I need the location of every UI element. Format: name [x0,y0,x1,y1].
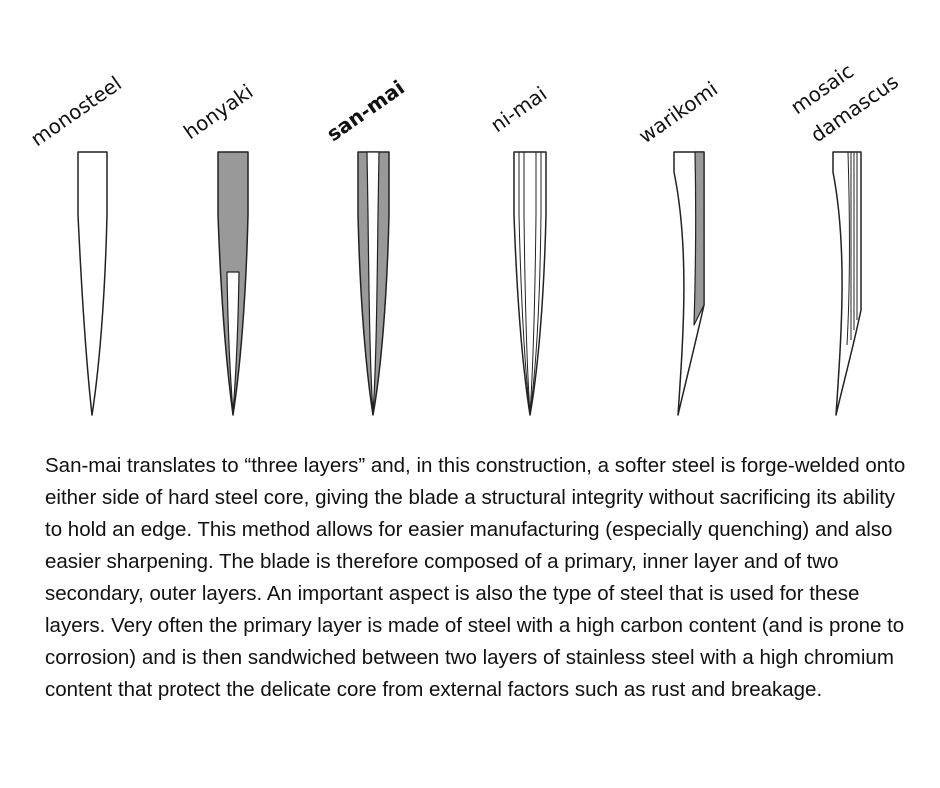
blade-honyaki [217,151,249,416]
label-monosteel: monosteel [26,71,126,151]
blade-monosteel [77,151,108,416]
blade-warikomi [673,151,705,416]
ni-mai-body [513,151,547,416]
mosaic-layer-line [846,151,850,346]
san-mai-inner-layer [366,151,380,414]
blade-mosaic-damascus [832,151,862,416]
label-ni-mai: ni-mai [486,81,551,137]
ni-mai-layer-line [529,152,542,414]
honyaki-hardened-edge [226,271,240,413]
warikomi-core [693,151,705,326]
blade-construction-diagram: monosteel honyaki san-mai ni-mai warikom… [26,59,903,416]
description-paragraph: San-mai translates to “three layers” and… [45,454,906,701]
label-honyaki: honyaki [179,79,257,144]
blade-ni-mai [513,151,547,416]
ni-mai-layer-line [523,152,531,414]
label-san-mai: san-mai [322,75,409,146]
blade-san-mai [357,151,390,416]
monosteel-body [77,151,108,416]
ni-mai-layer-line [518,152,531,414]
label-warikomi: warikomi [634,77,722,149]
ni-mai-layer-line [529,152,537,414]
